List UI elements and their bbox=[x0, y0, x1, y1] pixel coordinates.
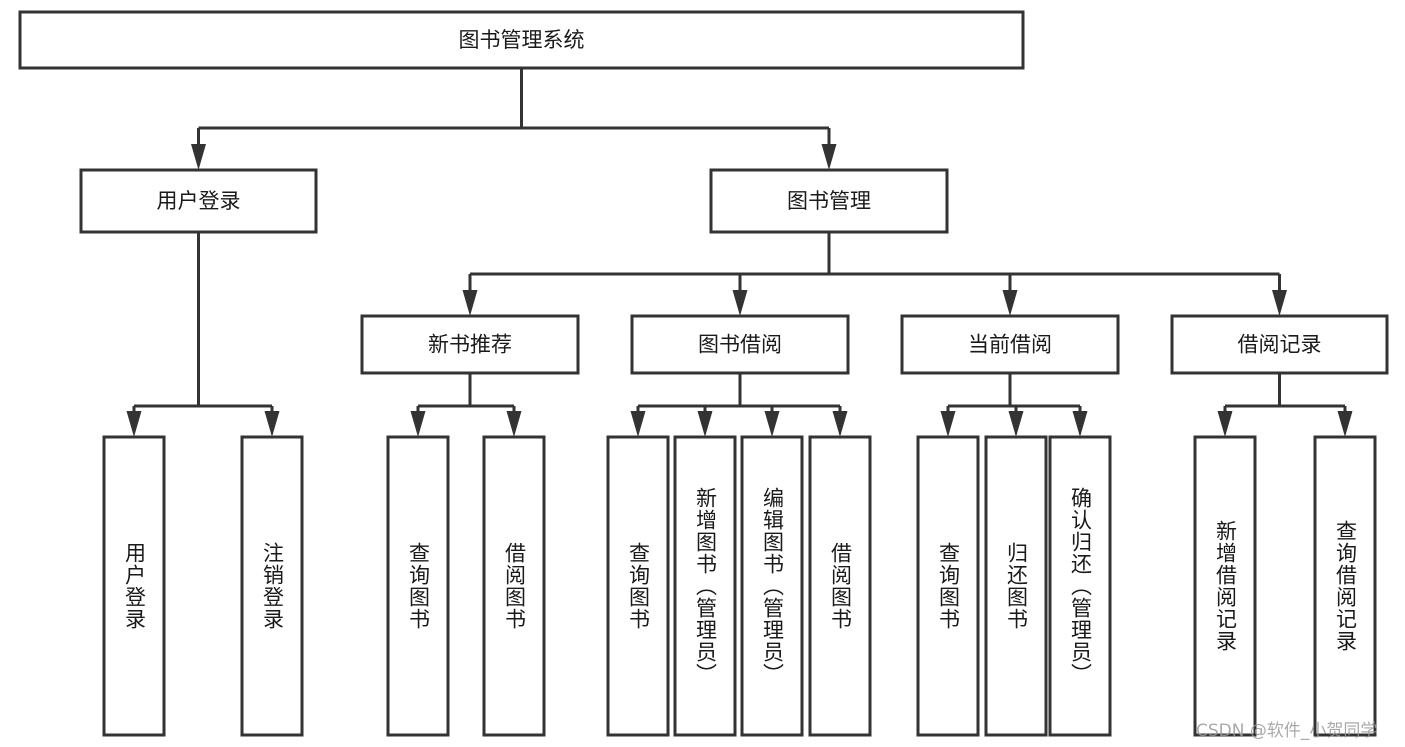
node-borrow-record[interactable]: 借阅记录 bbox=[1170, 314, 1389, 375]
node-leaf-edit-book-rect bbox=[740, 435, 804, 737]
node-current-borrow[interactable]: 当前借阅 bbox=[900, 314, 1120, 375]
connector-bookborrow-to-leaves bbox=[630, 373, 848, 437]
arrow-head-icon bbox=[264, 411, 280, 437]
node-borrow-record-rect bbox=[1170, 314, 1389, 375]
arrow-head-icon bbox=[764, 411, 780, 437]
node-user-login-rect bbox=[79, 168, 318, 234]
node-book-borrow-label: 图书借阅 bbox=[698, 333, 782, 357]
node-leaf-query-book-3-rect bbox=[916, 435, 980, 737]
node-leaf-confirm-return-rect bbox=[1048, 435, 1112, 737]
arrow-head-icon bbox=[1337, 411, 1353, 437]
node-book-borrow-rect bbox=[630, 314, 850, 375]
node-leaf-user-logout-rect bbox=[240, 435, 304, 737]
arrow-head-icon bbox=[1272, 290, 1287, 316]
arrow-head-icon bbox=[1072, 411, 1088, 437]
node-book-manage-label: 图书管理 bbox=[787, 189, 871, 213]
node-new-book-rec[interactable]: 新书推荐 bbox=[360, 314, 580, 375]
node-leaf-query-book-2[interactable] bbox=[606, 435, 670, 737]
node-root-system-rect bbox=[18, 10, 1025, 70]
node-root-system: 图书管理系统 bbox=[18, 10, 1025, 70]
node-leaf-user-logout[interactable] bbox=[240, 435, 304, 737]
node-leaf-add-book[interactable] bbox=[673, 435, 737, 737]
node-leaf-add-record[interactable] bbox=[1193, 435, 1257, 737]
node-leaf-user-login-rect bbox=[102, 435, 166, 737]
connector-userlogin-to-leaves bbox=[126, 232, 280, 437]
arrow-head-icon bbox=[1002, 290, 1018, 316]
node-book-manage[interactable]: 图书管理 bbox=[709, 168, 949, 234]
node-new-book-rec-rect bbox=[360, 314, 580, 375]
node-leaf-query-book-2-rect bbox=[606, 435, 670, 737]
node-borrow-record-label: 借阅记录 bbox=[1238, 333, 1322, 357]
node-leaf-return-book[interactable] bbox=[984, 435, 1048, 737]
arrow-head-icon bbox=[1217, 411, 1233, 437]
node-leaf-borrow-book-1[interactable] bbox=[482, 435, 546, 737]
node-user-login[interactable]: 用户登录 bbox=[79, 168, 318, 234]
arrow-head-icon bbox=[126, 411, 142, 437]
node-leaf-borrow-book-2-rect bbox=[808, 435, 872, 737]
node-leaf-query-book-1[interactable] bbox=[386, 435, 450, 737]
node-leaf-user-login[interactable] bbox=[102, 435, 166, 737]
connector-newbook-to-leaves bbox=[410, 373, 522, 437]
node-leaf-edit-book[interactable] bbox=[740, 435, 804, 737]
node-user-login-label: 用户登录 bbox=[157, 189, 241, 213]
node-leaf-query-record[interactable] bbox=[1313, 435, 1377, 737]
connector-borrowrecord-to-leaves bbox=[1217, 373, 1353, 437]
arrow-head-icon bbox=[630, 411, 646, 437]
node-leaf-return-book-rect bbox=[984, 435, 1048, 737]
node-leaf-borrow-book-1-rect bbox=[482, 435, 546, 737]
arrow-head-icon bbox=[462, 290, 478, 316]
node-new-book-rec-label: 新书推荐 bbox=[428, 333, 512, 357]
arrow-head-icon bbox=[191, 144, 206, 170]
arrow-head-icon bbox=[821, 144, 837, 170]
node-leaf-query-book-1-rect bbox=[386, 435, 450, 737]
node-book-manage-rect bbox=[709, 168, 949, 234]
connector-root-to-l2 bbox=[191, 68, 837, 170]
node-current-borrow-label: 当前借阅 bbox=[968, 333, 1052, 357]
node-current-borrow-rect bbox=[900, 314, 1120, 375]
node-leaf-query-record-rect bbox=[1313, 435, 1377, 737]
node-root-system-label: 图书管理系统 bbox=[459, 28, 585, 52]
arrow-head-icon bbox=[732, 290, 748, 316]
arrow-head-icon bbox=[697, 411, 713, 437]
arrow-head-icon bbox=[1008, 411, 1024, 437]
node-leaf-borrow-book-2[interactable] bbox=[808, 435, 872, 737]
arrow-head-icon bbox=[410, 411, 426, 437]
node-leaf-query-book-3[interactable] bbox=[916, 435, 980, 737]
node-leaf-confirm-return[interactable] bbox=[1048, 435, 1112, 737]
connector-currentborrow-to-leaves bbox=[940, 373, 1088, 437]
connector-bookmanage-to-l3 bbox=[462, 232, 1287, 316]
csdn-watermark: CSDN @软件_小贺同学 bbox=[1196, 721, 1378, 741]
node-leaf-add-book-rect bbox=[673, 435, 737, 737]
arrow-head-icon bbox=[832, 411, 848, 437]
arrow-head-icon bbox=[940, 411, 956, 437]
arrow-head-icon bbox=[506, 411, 522, 437]
node-leaf-add-record-rect bbox=[1193, 435, 1257, 737]
node-book-borrow[interactable]: 图书借阅 bbox=[630, 314, 850, 375]
